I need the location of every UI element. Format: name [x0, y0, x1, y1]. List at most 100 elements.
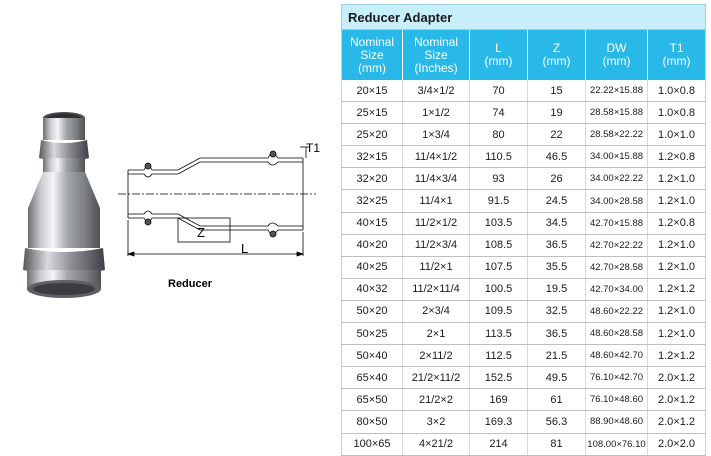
- size-inches-cell: 3/4×1/2: [402, 80, 470, 103]
- size-inches-cell: 2×3/4: [402, 300, 470, 324]
- reducer-photo: [23, 112, 105, 298]
- t1-cell: 1.2×1.2: [647, 278, 706, 301]
- size-mm-cell: 25×15: [341, 101, 403, 125]
- size-mm-cell: 40×15: [341, 212, 403, 235]
- z-cell: 15: [527, 80, 586, 103]
- size-inches-cell: 2×11/2: [402, 344, 470, 368]
- t1-cell: 1.2×1.0: [647, 322, 706, 346]
- size-mm-cell: 20×15: [341, 80, 403, 103]
- l-cell: 91.5: [469, 189, 528, 213]
- t1-label: T1: [306, 141, 320, 155]
- size-inches-cell: 2×1: [402, 322, 470, 346]
- z-cell: 36.5: [527, 322, 586, 346]
- t1-cell: 1.2×0.8: [647, 212, 706, 235]
- t1-cell: 2.0×1.2: [647, 388, 706, 412]
- dw-cell: 42.70×34.00: [585, 278, 648, 301]
- dw-cell: 76.10×48.60: [585, 388, 648, 412]
- l-cell: 113.5: [469, 322, 528, 346]
- l-label: L: [241, 241, 248, 256]
- t1-cell: 1.2×1.0: [647, 300, 706, 324]
- t1-cell: 1.0×0.8: [647, 80, 706, 103]
- size-inches-cell: 11/4×3/4: [402, 167, 470, 191]
- size-mm-cell: 50×25: [341, 322, 403, 346]
- l-cell: 169: [469, 388, 528, 412]
- l-cell: 169.3: [469, 410, 528, 434]
- z-cell: 36.5: [527, 234, 586, 257]
- dw-cell: 28.58×22.22: [585, 123, 648, 147]
- size-inches-cell: 21/2×11/2: [402, 366, 470, 390]
- size-inches-cell: 3×2: [402, 410, 470, 434]
- size-mm-cell: 40×20: [341, 234, 403, 257]
- z-cell: 22: [527, 123, 586, 147]
- l-cell: 103.5: [469, 212, 528, 235]
- z-cell: 24.5: [527, 189, 586, 213]
- z-cell: 19.5: [527, 278, 586, 301]
- size-mm-cell: 40×32: [341, 278, 403, 301]
- size-inches-cell: 4×21/2: [402, 433, 470, 456]
- l-cell: 93: [469, 167, 528, 191]
- dw-cell: 42.70×28.58: [585, 256, 648, 279]
- z-cell: 34.5: [527, 212, 586, 235]
- l-cell: 110.5: [469, 145, 528, 169]
- t1-cell: 1.0×0.8: [647, 101, 706, 125]
- size-inches-cell: 21/2×2: [402, 388, 470, 412]
- z-cell: 49.5: [527, 366, 586, 390]
- size-inches-cell: 11/4×1: [402, 189, 470, 213]
- dw-cell: 42.70×22.22: [585, 234, 648, 257]
- l-cell: 70: [469, 80, 528, 103]
- size-mm-cell: 40×25: [341, 256, 403, 279]
- t1-cell: 1.2×1.0: [647, 189, 706, 213]
- size-mm-cell: 80×50: [341, 410, 403, 434]
- dw-cell: 28.58×15.88: [585, 101, 648, 125]
- l-cell: 80: [469, 123, 528, 147]
- z-cell: 61: [527, 388, 586, 412]
- size-mm-cell: 32×25: [341, 189, 403, 213]
- l-cell: 107.5: [469, 256, 528, 279]
- t1-cell: 1.2×1.0: [647, 234, 706, 257]
- size-mm-cell: 50×40: [341, 344, 403, 368]
- z-cell: 26: [527, 167, 586, 191]
- z-cell: 56.3: [527, 410, 586, 434]
- t1-cell: 1.2×1.0: [647, 167, 706, 191]
- t1-cell: 1.2×1.0: [647, 256, 706, 279]
- l-cell: 108.5: [469, 234, 528, 257]
- size-inches-cell: 11/2×3/4: [402, 234, 470, 257]
- size-inches-cell: 11/2×11/4: [402, 278, 470, 301]
- z-label: Z: [197, 225, 205, 240]
- t1-cell: 1.2×1.2: [647, 344, 706, 368]
- z-cell: 35.5: [527, 256, 586, 279]
- z-mm-header: Z(mm): [527, 29, 586, 80]
- t1-mm-header: T1(mm): [647, 29, 706, 80]
- size-inches-cell: 1×1/2: [402, 101, 470, 125]
- size-mm-cell: 100×65: [341, 433, 403, 456]
- dw-cell: 48.60×42.70: [585, 344, 648, 368]
- l-mm-header: L(mm): [469, 29, 528, 80]
- t1-cell: 1.2×0.8: [647, 145, 706, 169]
- z-cell: 32.5: [527, 300, 586, 324]
- dw-cell: 42.70×15.88: [585, 212, 648, 235]
- t1-cell: 2.0×2.0: [647, 433, 706, 456]
- z-cell: 81: [527, 433, 586, 456]
- size-mm-cell: 32×15: [341, 145, 403, 169]
- size-mm-cell: 50×20: [341, 300, 403, 324]
- size-mm-cell: 65×40: [341, 366, 403, 390]
- dw-cell: 76.10×42.70: [585, 366, 648, 390]
- dw-cell: 34.00×22.22: [585, 167, 648, 191]
- table-title: Reducer Adapter: [341, 4, 706, 30]
- z-cell: 21.5: [527, 344, 586, 368]
